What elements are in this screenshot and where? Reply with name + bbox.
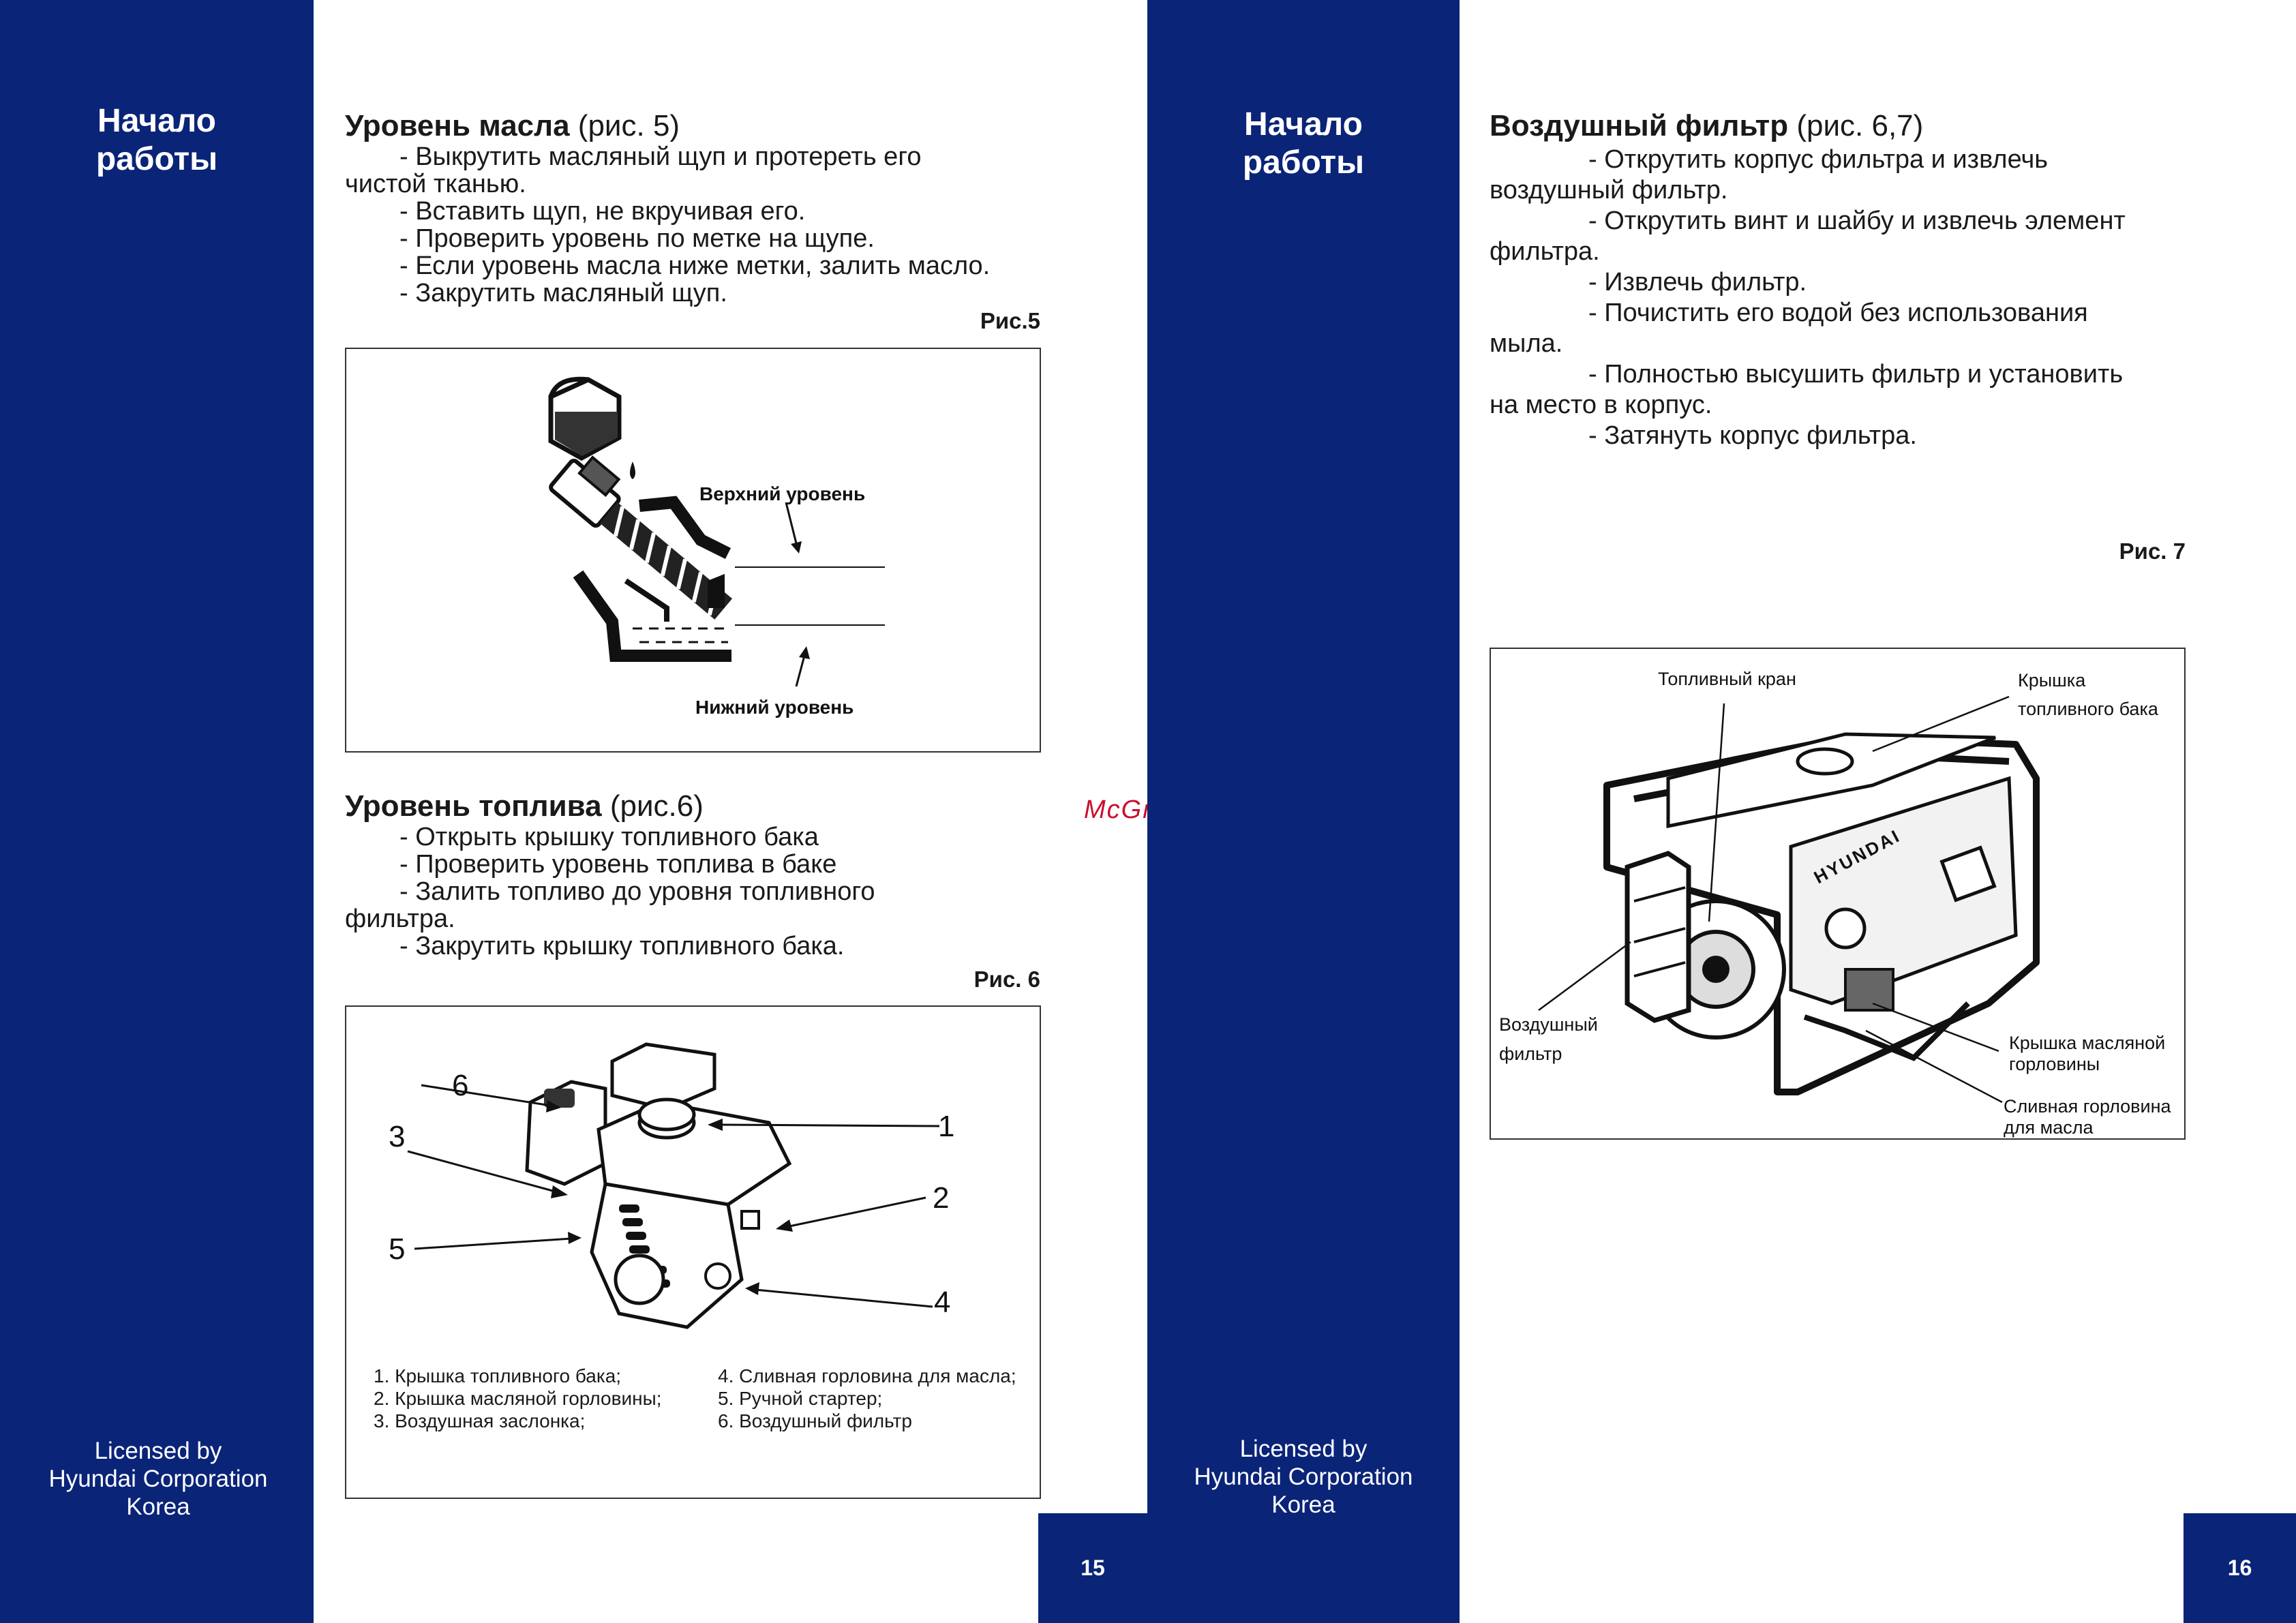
figure-6-frame: 1 2 3 4 5 6 1. Крышка топливного бака; 2… bbox=[345, 1005, 1041, 1499]
oil-heading: Уровень масла (рис. 5) bbox=[345, 109, 680, 143]
figure-caption-5: Рис.5 bbox=[980, 308, 1040, 333]
license-line: Korea bbox=[126, 1493, 190, 1520]
label-oil-drain: для масла bbox=[2004, 1117, 2094, 1138]
fuel-heading-title: Уровень топлива bbox=[345, 789, 602, 823]
label-oil-drain: Сливная горловина bbox=[2004, 1096, 2172, 1117]
air-step: - Полностью высушить фильтр и установить bbox=[1588, 360, 2124, 389]
air-step: - Открутить винт и шайбу и извлечь элеме… bbox=[1588, 207, 2126, 235]
air-step: фильтра. bbox=[1490, 237, 1600, 266]
left-sidebar-foot bbox=[0, 1513, 314, 1623]
oil-step: - Если уровень масла ниже метки, залить … bbox=[399, 252, 991, 280]
right-section-title: Начало работы bbox=[1181, 106, 1426, 182]
left-page-number: 15 bbox=[1081, 1556, 1105, 1580]
figure-caption-7: Рис. 7 bbox=[2119, 539, 2186, 564]
right-license: Licensed by Hyundai Corporation Korea bbox=[1153, 1435, 1453, 1519]
callout-5: 5 bbox=[389, 1232, 405, 1266]
air-step: - Затянуть корпус фильтра. bbox=[1588, 421, 1917, 450]
fuel-step: - Проверить уровень топлива в баке bbox=[399, 850, 837, 879]
label-lower-level: Нижний уровень bbox=[695, 697, 854, 718]
engine-illustration: 1 2 3 4 5 6 bbox=[389, 1042, 954, 1329]
callout-3: 3 bbox=[389, 1120, 405, 1153]
fuel-step: - Открыть крышку топливного бака bbox=[399, 823, 819, 851]
oil-heading-title: Уровень масла bbox=[345, 109, 570, 142]
figure-5-frame: Верхний уровень Нижний уровень bbox=[345, 348, 1041, 753]
right-page-number: 16 bbox=[2227, 1556, 2252, 1580]
figure-7-frame: HYUNDAI Топливный кран Крышка топливного… bbox=[1490, 648, 2186, 1140]
air-step: на место в корпус. bbox=[1490, 391, 1712, 419]
figure-caption-6: Рис. 6 bbox=[973, 967, 1040, 992]
legend-item: 2. Крышка масляной горловины; bbox=[374, 1388, 662, 1409]
air-heading: Воздушный фильтр (рис. 6,7) bbox=[1490, 109, 1923, 143]
legend-item: 5. Ручной стартер; bbox=[718, 1388, 883, 1409]
callout-4: 4 bbox=[934, 1286, 950, 1319]
oil-heading-ref: (рис. 5) bbox=[569, 109, 680, 142]
legend-item: 4. Сливная горловина для масла; bbox=[718, 1365, 1016, 1386]
legend-item: 1. Крышка топливного бака; bbox=[374, 1365, 622, 1386]
air-step: - Извлечь фильтр. bbox=[1588, 268, 1807, 297]
oil-step: чистой тканью. bbox=[345, 170, 526, 198]
oil-dipstick-illustration: Верхний уровень Нижний уровень bbox=[548, 376, 885, 718]
callout-2: 2 bbox=[933, 1181, 949, 1215]
air-step: - Почистить его водой без использования bbox=[1588, 299, 2088, 327]
section-title-line: Начало bbox=[97, 103, 216, 139]
oil-step: - Закрутить масляный щуп. bbox=[399, 279, 727, 307]
fuel-step: - Залить топливо до уровня топливного bbox=[399, 877, 875, 906]
legend-item: 6. Воздушный фильтр bbox=[718, 1410, 912, 1431]
label-oil-cap: горловины bbox=[2009, 1054, 2100, 1074]
label-air-filter: Воздушный bbox=[1499, 1014, 1598, 1035]
air-heading-ref: (рис. 6,7) bbox=[1788, 109, 1924, 142]
air-step: - Открутить корпус фильтра и извлечь bbox=[1588, 145, 2049, 174]
oil-step: - Выкрутить масляный щуп и протереть его bbox=[399, 142, 922, 171]
fuel-heading: Уровень топлива (рис.6) bbox=[345, 789, 704, 823]
fuel-step: - Закрутить крышку топливного бака. bbox=[399, 932, 845, 960]
left-license: Licensed by Hyundai Corporation Korea bbox=[8, 1437, 308, 1521]
callout-1: 1 bbox=[938, 1110, 954, 1143]
right-sidebar bbox=[1147, 0, 1460, 1623]
legend-right: 4. Сливная горловина для масла; 5. Ручно… bbox=[718, 1365, 1016, 1432]
air-step: воздушный фильтр. bbox=[1490, 176, 1728, 204]
section-title-line: Начало bbox=[1244, 106, 1363, 142]
left-page-number-box bbox=[1038, 1513, 1147, 1623]
label-fuel-cap: топливного бака bbox=[2018, 699, 2159, 719]
section-title-line: работы bbox=[1242, 145, 1365, 181]
license-line: Korea bbox=[1271, 1491, 1335, 1518]
label-fuel-cap: Крышка bbox=[2018, 670, 2086, 691]
oil-step: - Проверить уровень по метке на щупе. bbox=[399, 224, 875, 253]
license-line: Hyundai Corporation bbox=[1194, 1463, 1413, 1490]
fuel-step: фильтра. bbox=[345, 905, 455, 933]
oil-step: - Вставить щуп, не вкручивая его. bbox=[399, 197, 806, 226]
air-heading-title: Воздушный фильтр bbox=[1490, 109, 1789, 142]
section-title-line: работы bbox=[95, 141, 218, 177]
left-section-title: Начало работы bbox=[34, 102, 280, 179]
generator-illustration: HYUNDAI Топливный кран Крышка топливного… bbox=[1499, 669, 2172, 1138]
license-line: Licensed by bbox=[94, 1438, 222, 1464]
legend-left: 1. Крышка топливного бака; 2. Крышка мас… bbox=[374, 1365, 662, 1432]
air-step: мыла. bbox=[1490, 329, 1563, 358]
label-fuel-valve: Топливный кран bbox=[1658, 669, 1796, 689]
right-page-number-box bbox=[2184, 1513, 2296, 1623]
license-line: Hyundai Corporation bbox=[48, 1466, 268, 1492]
label-upper-level: Верхний уровень bbox=[699, 483, 865, 504]
callout-6: 6 bbox=[452, 1069, 468, 1102]
label-air-filter: фильтр bbox=[1499, 1044, 1562, 1064]
legend-item: 3. Воздушная заслонка; bbox=[374, 1410, 586, 1431]
license-line: Licensed by bbox=[1239, 1436, 1368, 1462]
label-oil-cap: Крышка масляной bbox=[2009, 1033, 2165, 1053]
fuel-heading-ref: (рис.6) bbox=[601, 789, 704, 823]
left-sidebar bbox=[0, 0, 314, 1513]
